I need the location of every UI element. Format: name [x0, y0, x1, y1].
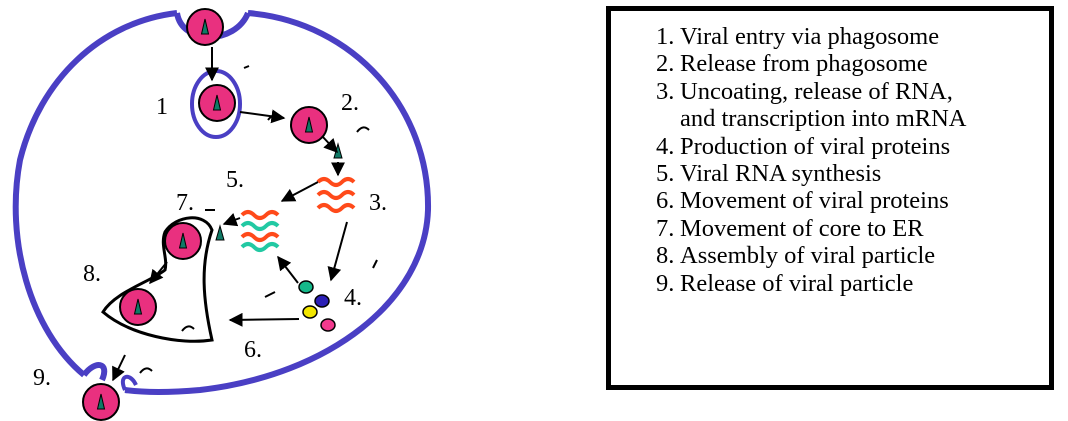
step-label-5: 5.: [226, 167, 244, 193]
legend-item: 9.Release of viral particle: [656, 269, 914, 297]
step-label-6: 6.: [244, 337, 262, 363]
legend-item: 4.Production of viral proteins: [656, 132, 951, 160]
virus-particle-icon: [198, 84, 236, 122]
virus-particle-icon: [82, 383, 120, 421]
step-label-7: 7.: [176, 190, 194, 216]
step-label-2: 2.: [341, 90, 359, 116]
endoplasmic-reticulum: [101, 216, 214, 343]
legend-item-continuation: and transcription into mRNA: [680, 105, 967, 133]
step-label-4: 4.: [344, 285, 362, 311]
legend-box: 1.Viral entry via phagosome 2.Release fr…: [606, 6, 1054, 390]
legend-item: 8.Assembly of viral particle: [656, 242, 936, 270]
step-label-9: 9.: [33, 365, 51, 391]
step-label-8: 8.: [83, 261, 101, 287]
step-label-1: 1: [156, 94, 168, 120]
legend-item: 3.Uncoating, release of RNA,: [656, 77, 953, 105]
legend-list: 1.Viral entry via phagosome 2.Release fr…: [656, 23, 966, 297]
viral-life-cycle-diagram: 1 2. 3. 4. 5. 6. 7. 8. 9.: [12, 8, 432, 421]
rna-duplex-icon: [240, 210, 280, 252]
virus-particle-icon: [186, 8, 224, 46]
viral-protein-icon: [298, 280, 336, 332]
legend-item: 5.Viral RNA synthesis: [656, 160, 882, 188]
virus-particle-icon: [119, 288, 157, 326]
legend-item: 7.Movement of core to ER: [656, 214, 924, 242]
viral-core-icon: [215, 224, 225, 241]
legend-item: 1.Viral entry via phagosome: [656, 23, 940, 50]
arrow-icon: [112, 47, 348, 382]
step-label-3: 3.: [369, 190, 387, 216]
legend-item: 2.Release from phagosome: [656, 50, 928, 78]
legend-item: 6.Movement of viral proteins: [656, 187, 949, 215]
virus-particle-icon: [290, 106, 328, 144]
rna-strand-icon: [316, 177, 356, 213]
virus-particle-icon: [164, 222, 202, 260]
annotation-tick: [139, 65, 378, 374]
